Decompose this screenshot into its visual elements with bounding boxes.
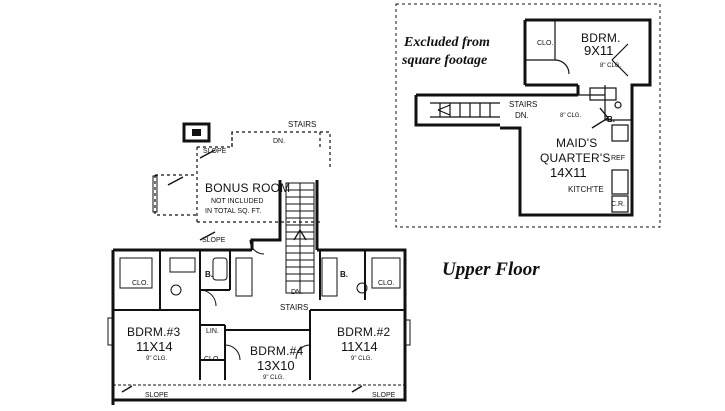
excluded-note-line1: Excluded from — [404, 35, 490, 50]
bedroom3-dim: 11X14 — [136, 339, 173, 354]
bath-label-upper: B. — [607, 115, 615, 124]
bath-label-2: B. — [340, 270, 348, 279]
excluded-area-outline — [395, 3, 661, 228]
bedroom3-name: BDRM.#3 — [127, 325, 181, 339]
closet-label-1: CLO. — [132, 280, 149, 287]
bedroom2-dim: 11X14 — [341, 339, 378, 354]
dn-label-main: DN. — [291, 289, 304, 296]
slope-label-4: SLOPE — [372, 392, 396, 399]
stairs-label: STAIRS — [288, 120, 317, 129]
bonus-room-name: BONUS ROOM — [205, 181, 291, 195]
slope-label-1: SLOPE — [203, 148, 227, 155]
clg-label-upper: 8" CLG. — [560, 113, 582, 119]
kitchenette-label: KITCH'TE — [568, 185, 604, 194]
dn-label-top: DN. — [273, 138, 286, 145]
cr-label: C.R. — [611, 201, 625, 208]
stairs-label-upper: STAIRS — [509, 100, 538, 109]
maids-quarters-dim: 14X11 — [550, 165, 587, 180]
main-stairs — [285, 182, 315, 294]
maids-quarters-name-2: QUARTER'S — [540, 151, 611, 165]
linen-label: LIN. — [206, 328, 219, 335]
dn-label-upper: DN. — [515, 111, 529, 120]
upper-apartment-walls — [414, 18, 652, 217]
bedroom4-dim: 13X10 — [257, 358, 295, 373]
ref-label: REF — [611, 155, 625, 162]
slope-label-3: SLOPE — [145, 392, 169, 399]
upper-floor-title: Upper Floor — [442, 259, 540, 280]
bonus-room-note-1: NOT INCLUDED — [211, 198, 264, 205]
stairs-label-main: STAIRS — [280, 303, 309, 312]
bedroom3-clg: 9" CLG. — [146, 356, 168, 362]
upper-bedroom-name: BDRM. — [581, 31, 621, 45]
bedroom4-name: BDRM.#4 — [250, 344, 304, 358]
excluded-note-line2: square footage — [402, 53, 488, 68]
bedroom2-clg: 9" CLG. — [351, 356, 373, 362]
main-floor-walls — [111, 180, 407, 405]
closet-label-3: CLO. — [204, 356, 221, 363]
bedroom4-clg: 9" CLG. — [263, 375, 285, 381]
upper-bedroom-clg: 8" CLG. — [600, 63, 622, 69]
bonus-room-note-2: IN TOTAL SQ. FT. — [205, 208, 262, 215]
bedroom2-name: BDRM.#2 — [337, 325, 391, 339]
slope-label-2: SLOPE — [202, 237, 226, 244]
bath-label-1: B. — [205, 270, 213, 279]
upper-bedroom-dim: 9X11 — [584, 43, 614, 58]
maids-quarters-name-1: MAID'S — [556, 136, 598, 150]
closet-label-2: CLO. — [378, 280, 395, 287]
closet-label-upper: CLO. — [537, 40, 554, 47]
